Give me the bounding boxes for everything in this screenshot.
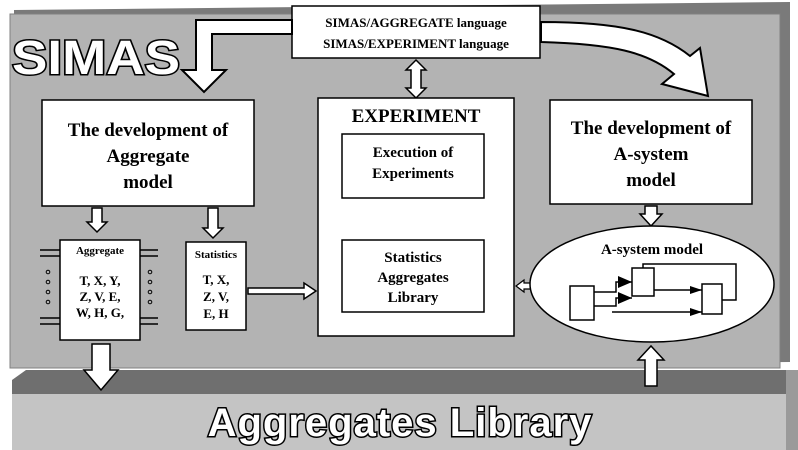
aggregate-development-line1: The development of [68,120,229,141]
model-block-left [569,285,595,321]
execution-box [341,133,485,199]
asystem-model: A-system model [529,225,775,343]
library-bar: Aggregates Library [12,370,798,450]
library-bar-label: Aggregates Library [208,401,593,445]
model-feedback-link [642,263,737,301]
aggregate-box-line1: T, X, Y, [79,273,120,288]
to-aggregate-arrow [85,207,109,234]
aggregate-box: Aggregate T, X, Y, Z, V, E, W, H, G, [40,239,158,341]
execution-line2: Experiments [372,166,454,182]
aggregate-box-line2: Z, V, E, [79,289,120,304]
model-block-right [701,283,723,315]
statistics-box: Statistics T, X, Z, V, E, H [185,241,247,331]
right-curved-arrow [540,20,710,98]
aggregate-development-line2: Aggregate [106,146,189,167]
statistics-library-line1: Statistics [384,250,442,266]
model-block-middle [631,267,655,297]
statistics-library-line2: Aggregates [377,270,449,286]
statistics-box-line1: T, X, [203,272,230,287]
experiment-language-label: SIMAS/EXPERIMENT language [323,36,509,51]
left-down-arrow [179,19,293,94]
statistics-box-line2: Z, V, [203,289,229,304]
aggregate-development-box: The development of Aggregate model [41,99,255,207]
simas-logo: SIMAS [12,32,180,85]
asystem-development-box: The development of A-system model [549,99,753,205]
statistics-library-line3: Library [388,290,439,306]
execution-line1: Execution of [373,145,454,161]
experiment-title: EXPERIMENT [352,106,481,127]
statistics-box-title: Statistics [195,249,238,261]
asystem-development-line1: The development of [571,118,732,139]
to-statistics-arrow [201,207,225,240]
aggregate-box-line3: W, H, G, [76,305,124,320]
aggregate-box-title: Aggregate [76,245,124,257]
statistics-library-box [341,239,485,313]
aggregate-language-label: SIMAS/AGGREGATE language [325,15,507,30]
asystem-development-line3: model [626,170,676,191]
asystem-model-title: A-system model [601,242,703,258]
language-box: SIMAS/AGGREGATE language SIMAS/EXPERIMEN… [291,5,541,59]
library-to-asystem-arrow [636,344,666,387]
experiment-box: EXPERIMENT Execution of Experiments Stat… [317,97,515,337]
to-asystem-model-arrow [638,205,664,228]
aggregate-development-line3: model [123,172,173,193]
asystem-development-line2: A-system [614,144,689,165]
statistics-box-line3: E, H [203,306,228,321]
statistics-to-experiment-arrow [247,281,318,301]
aggregate-to-library-arrow [82,343,120,392]
